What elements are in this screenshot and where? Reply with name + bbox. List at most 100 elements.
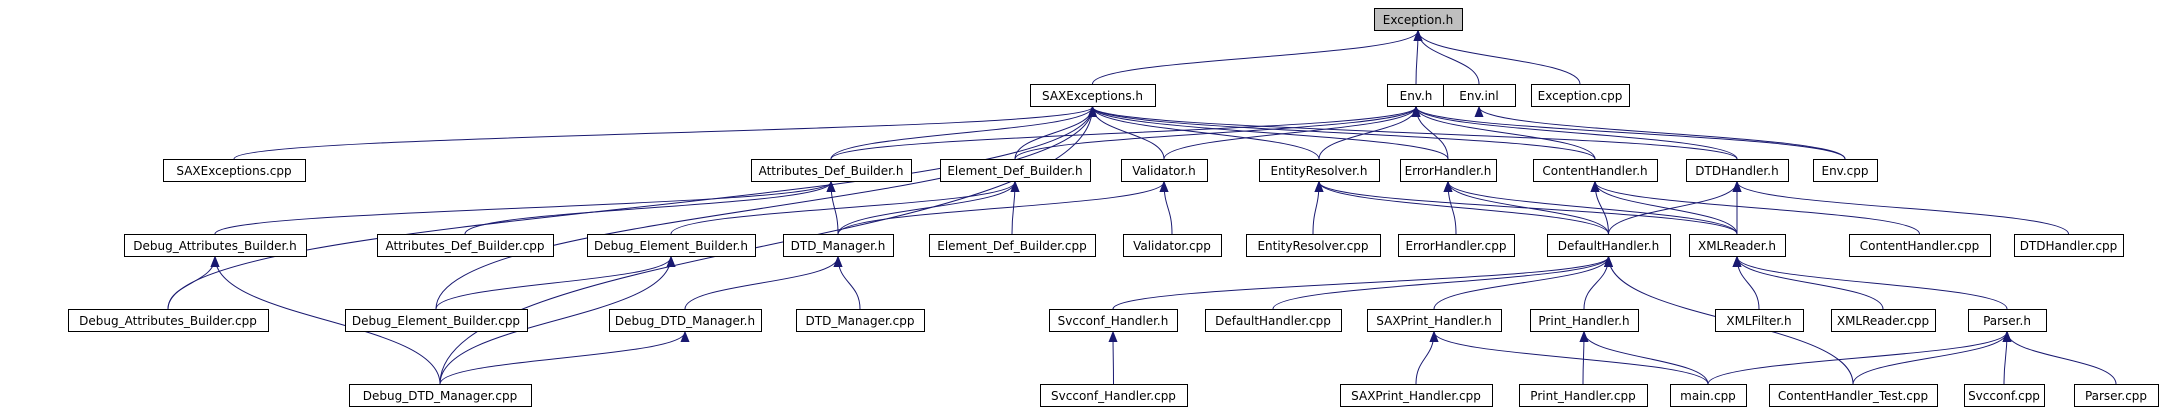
node-label: Element_Def_Builder.cpp: [937, 239, 1087, 253]
node-dtdhandler-cpp[interactable]: DTDHandler.cpp: [2014, 234, 2124, 257]
edge-saxprint-handler-h-to-defaulthandler-h: [1433, 256, 1609, 310]
node-box: [1519, 384, 1648, 407]
node-debug-element-builder-h[interactable]: Debug_Element_Builder.h: [587, 234, 756, 257]
node-svcconf-handler-h[interactable]: Svcconf_Handler.h: [1049, 309, 1178, 332]
node-xmlreader-h[interactable]: XMLReader.h: [1689, 234, 1786, 257]
edge-dtd-manager-h-to-validator-h: [837, 181, 1164, 235]
edge-contenthandler-h-to-env-h: [1416, 106, 1596, 160]
node-box: [1689, 234, 1786, 257]
node-env-inl[interactable]: Env.inl: [1443, 84, 1516, 107]
node-label: Exception.cpp: [1538, 89, 1623, 103]
node-label: Debug_Element_Builder.h: [594, 239, 748, 253]
node-main-cpp[interactable]: main.cpp: [1670, 384, 1747, 407]
node-contenthandler-h[interactable]: ContentHandler.h: [1533, 159, 1658, 182]
edge-dtd-manager-cpp-to-dtd-manager-h: [838, 257, 861, 310]
node-contenthandler-test-cpp[interactable]: ContentHandler_Test.cpp: [1769, 384, 1938, 407]
node-parser-cpp[interactable]: Parser.cpp: [2074, 384, 2159, 407]
node-box: [349, 384, 532, 407]
node-dtdhandler-h[interactable]: DTDHandler.h: [1686, 159, 1789, 182]
node-label: SAXPrint_Handler.h: [1376, 314, 1491, 328]
edge-contenthandler-cpp-to-contenthandler-h: [1595, 181, 1920, 235]
edge-saxexceptions-h-to-exception-h: [1092, 30, 1419, 85]
node-box: [2014, 234, 2124, 257]
node-label: Parser.h: [1983, 314, 2031, 328]
edge-saxexceptions-cpp-to-saxexceptions-h: [233, 106, 1093, 160]
edge-debug-element-builder-h-to-element-def-builder-h: [670, 181, 1015, 235]
node-box: [1040, 384, 1188, 407]
node-saxprint-handler-cpp[interactable]: SAXPrint_Handler.cpp: [1340, 384, 1493, 407]
node-contenthandler-cpp[interactable]: ContentHandler.cpp: [1849, 234, 1991, 257]
edge-env-inl-to-exception-h: [1418, 30, 1480, 85]
node-box: [1769, 384, 1938, 407]
node-debug-dtd-manager-h[interactable]: Debug_DTD_Manager.h: [609, 309, 762, 332]
node-label: DefaultHandler.cpp: [1215, 314, 1331, 328]
node-print-handler-cpp[interactable]: Print_Handler.cpp: [1519, 384, 1648, 407]
node-element-def-builder-h[interactable]: Element_Def_Builder.h: [940, 159, 1091, 182]
node-validator-cpp[interactable]: Validator.cpp: [1123, 234, 1222, 257]
node-box: [796, 309, 925, 332]
node-box: [751, 159, 912, 182]
node-box: [1443, 84, 1516, 107]
node-debug-element-builder-cpp[interactable]: Debug_Element_Builder.cpp: [345, 309, 528, 332]
node-defaulthandler-h[interactable]: DefaultHandler.h: [1547, 234, 1671, 257]
node-label: Attributes_Def_Builder.h: [759, 164, 904, 178]
node-label: XMLReader.h: [1698, 239, 1776, 253]
edge-env-h-to-exception-h: [1416, 31, 1418, 85]
node-label: Svcconf_Handler.h: [1058, 314, 1169, 328]
node-box: [1531, 84, 1630, 107]
node-debug-attributes-builder-cpp[interactable]: Debug_Attributes_Builder.cpp: [68, 309, 269, 332]
edge-defaulthandler-h-to-dtdhandler-h: [1608, 181, 1738, 235]
edge-env-cpp-to-env-inl: [1479, 106, 1846, 160]
node-box: [1849, 234, 1991, 257]
edge-main-cpp-to-parser-h: [1707, 331, 2007, 385]
edge-defaulthandler-h-to-entityresolver-h: [1319, 181, 1609, 235]
node-defaulthandler-cpp[interactable]: DefaultHandler.cpp: [1205, 309, 1342, 332]
node-box: [1670, 384, 1747, 407]
node-exception-cpp[interactable]: Exception.cpp: [1531, 84, 1630, 107]
node-box: [377, 234, 554, 257]
node-box: [124, 234, 307, 257]
node-saxprint-handler-h[interactable]: SAXPrint_Handler.h: [1367, 309, 1502, 332]
node-xmlfilter-h[interactable]: XMLFilter.h: [1715, 309, 1804, 332]
node-box: [1533, 159, 1658, 182]
node-env-h[interactable]: Env.h: [1387, 84, 1446, 107]
node-box: [1547, 234, 1671, 257]
node-saxexceptions-h[interactable]: SAXExceptions.h: [1030, 84, 1156, 107]
node-saxexceptions-cpp[interactable]: SAXExceptions.cpp: [163, 159, 306, 182]
node-exception-h[interactable]: Exception.h: [1374, 8, 1463, 31]
edge-errorhandler-cpp-to-errorhandler-h: [1448, 182, 1457, 235]
node-errorhandler-h[interactable]: ErrorHandler.h: [1400, 159, 1497, 182]
node-print-handler-h[interactable]: Print_Handler.h: [1530, 309, 1639, 332]
node-entityresolver-cpp[interactable]: EntityResolver.cpp: [1246, 234, 1381, 257]
node-box: [68, 309, 269, 332]
node-xmlreader-cpp[interactable]: XMLReader.cpp: [1831, 309, 1936, 332]
edge-attributes-def-builder-h-to-saxexceptions-h: [830, 106, 1093, 160]
node-label: ContentHandler.cpp: [1860, 239, 1980, 253]
node-parser-h[interactable]: Parser.h: [1968, 309, 2047, 332]
node-label: Validator.cpp: [1133, 239, 1211, 253]
node-validator-h[interactable]: Validator.h: [1121, 159, 1208, 182]
node-box: [1968, 309, 2047, 332]
edge-exception-cpp-to-exception-h: [1418, 30, 1581, 85]
node-svcconf-cpp[interactable]: Svcconf.cpp: [1964, 384, 2045, 407]
node-element-def-builder-cpp[interactable]: Element_Def_Builder.cpp: [929, 234, 1096, 257]
edge-main-cpp-to-saxprint-handler-h: [1434, 331, 1709, 385]
node-label: main.cpp: [1680, 389, 1736, 403]
node-label: Env.cpp: [1821, 164, 1868, 178]
node-dtd-manager-cpp[interactable]: DTD_Manager.cpp: [796, 309, 925, 332]
node-errorhandler-cpp[interactable]: ErrorHandler.cpp: [1398, 234, 1515, 257]
node-entityresolver-h[interactable]: EntityResolver.h: [1259, 159, 1380, 182]
node-label: ContentHandler.h: [1542, 164, 1647, 178]
node-svcconf-handler-cpp[interactable]: Svcconf_Handler.cpp: [1040, 384, 1188, 407]
node-env-cpp[interactable]: Env.cpp: [1813, 159, 1878, 182]
node-label: EntityResolver.cpp: [1257, 239, 1368, 253]
node-label: Parser.cpp: [2085, 389, 2147, 403]
node-debug-dtd-manager-cpp[interactable]: Debug_DTD_Manager.cpp: [349, 384, 532, 407]
node-attributes-def-builder-h[interactable]: Attributes_Def_Builder.h: [751, 159, 912, 182]
edge-dtdhandler-h-to-saxexceptions-h: [1093, 106, 1738, 160]
node-label: DefaultHandler.h: [1558, 239, 1659, 253]
node-debug-attributes-builder-h[interactable]: Debug_Attributes_Builder.h: [124, 234, 307, 257]
node-attributes-def-builder-cpp[interactable]: Attributes_Def_Builder.cpp: [377, 234, 554, 257]
node-dtd-manager-h[interactable]: DTD_Manager.h: [783, 234, 894, 257]
edge-validator-cpp-to-validator-h: [1164, 182, 1173, 235]
